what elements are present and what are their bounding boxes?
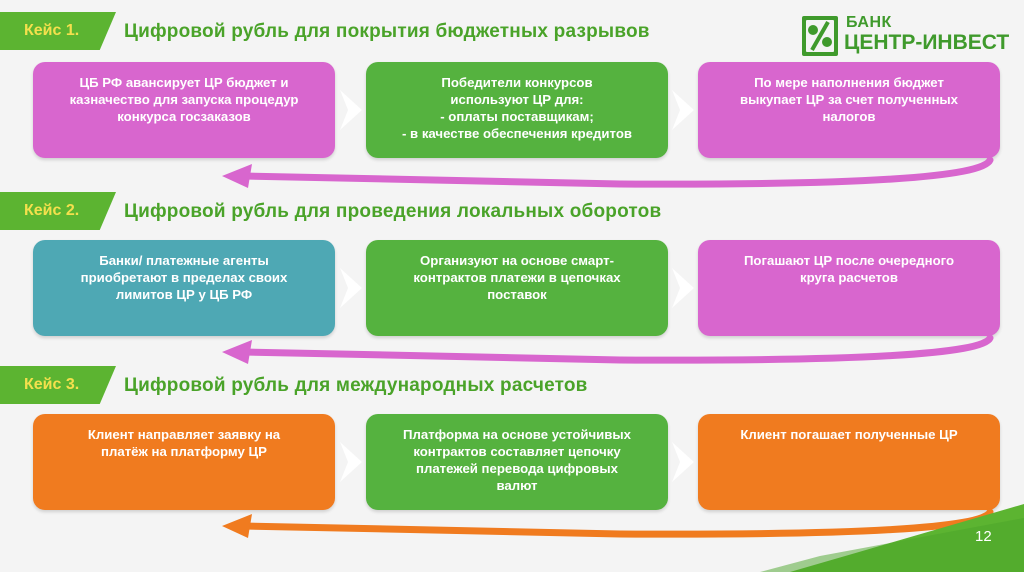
case-2-box-2: Организуют на основе смарт- контрактов п… <box>366 240 668 336</box>
case-2-box-1: Банки/ платежные агенты приобретают в пр… <box>33 240 335 336</box>
case-2-chevron-1-icon <box>340 268 362 308</box>
logo-line-1: БАНК <box>846 14 892 31</box>
case-3-box-1: Клиент направляет заявку на платёж на пл… <box>33 414 335 510</box>
case-2-chevron-2-icon <box>672 268 694 308</box>
case-1-box-2: Победители конкурсов используют ЦР для: … <box>366 62 668 158</box>
case-1-return-arrow <box>222 156 994 188</box>
case-2-box-3: Погашают ЦР после очередного круга расче… <box>698 240 1000 336</box>
case-1-tag: Кейс 1. <box>0 12 116 50</box>
case-2-return-arrow <box>222 334 994 364</box>
case-3-box-3: Клиент погашает полученные ЦР <box>698 414 1000 510</box>
case-1-chevron-2-icon <box>672 90 694 130</box>
page-number: 12 <box>975 528 992 545</box>
case-1-title: Цифровой рубль для покрытия бюджетных ра… <box>124 21 650 42</box>
case-3-chevron-2-icon <box>672 442 694 482</box>
case-3-tag: Кейс 3. <box>0 366 116 404</box>
case-1-box-3: По мере наполнения бюджет выкупает ЦР за… <box>698 62 1000 158</box>
bank-logo-icon <box>802 16 838 56</box>
case-3-title: Цифровой рубль для международных расчето… <box>124 375 588 396</box>
case-3-box-2: Платформа на основе устойчивых контракто… <box>366 414 668 510</box>
logo-line-2: ЦЕНТР-ИНВЕСТ <box>844 31 1010 54</box>
case-2-title: Цифровой рубль для проведения локальных … <box>124 201 662 222</box>
bank-logo: БАНК ЦЕНТР-ИНВЕСТ <box>800 14 1010 60</box>
case-1-chevron-1-icon <box>340 90 362 130</box>
corner-decoration <box>760 504 1024 572</box>
case-1-box-1: ЦБ РФ авансирует ЦР бюджет и казначество… <box>33 62 335 158</box>
case-2-tag: Кейс 2. <box>0 192 116 230</box>
case-3-chevron-1-icon <box>340 442 362 482</box>
